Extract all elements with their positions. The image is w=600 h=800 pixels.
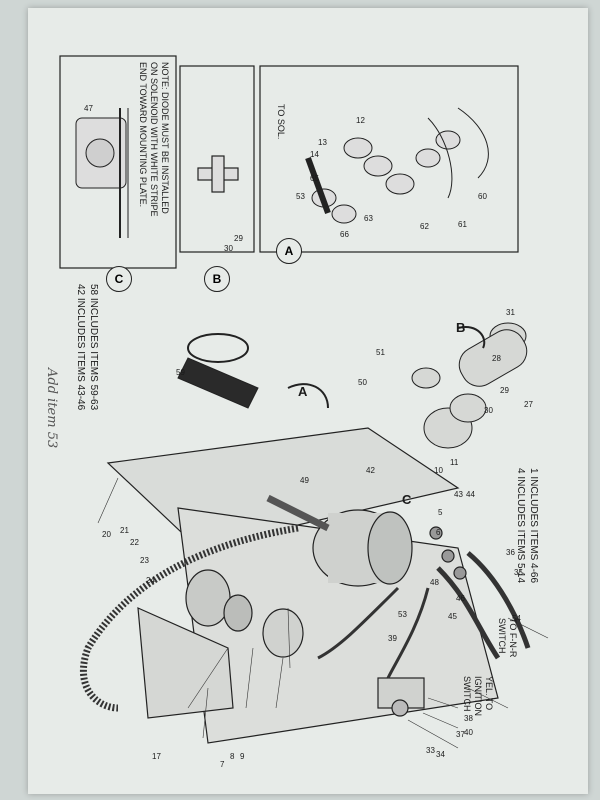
callout: 47 bbox=[84, 104, 93, 113]
callout: 17 bbox=[152, 752, 161, 761]
callout: 23 bbox=[140, 556, 149, 565]
callout: 14 bbox=[310, 150, 319, 159]
callout: 5 bbox=[438, 508, 443, 517]
includes-line-2: 4 INCLUDES ITEMS 5-14 bbox=[515, 468, 526, 584]
callout: 8 bbox=[230, 752, 235, 761]
callout: 49 bbox=[300, 476, 309, 485]
arrow-label-c: C bbox=[402, 492, 412, 507]
callout: 24 bbox=[146, 576, 155, 585]
ignition-line-1: YEL. TO bbox=[484, 676, 494, 711]
detail-c-parts bbox=[75, 108, 129, 238]
callout: 29 bbox=[500, 386, 509, 395]
callout: 39 bbox=[388, 634, 397, 643]
detail-c-badge: C bbox=[106, 266, 132, 292]
cables bbox=[79, 524, 531, 712]
callout: 31 bbox=[506, 308, 515, 317]
ignition-line-2: IGNITION bbox=[473, 676, 483, 716]
callout: 29 bbox=[234, 234, 243, 243]
callout: 54 bbox=[512, 614, 521, 623]
callout: 45 bbox=[448, 612, 457, 621]
callout: 30 bbox=[484, 406, 493, 415]
callout: 10 bbox=[434, 466, 443, 475]
upper-exploded-parts bbox=[177, 322, 528, 449]
callout: 7 bbox=[220, 760, 225, 769]
callout: 33 bbox=[426, 746, 435, 755]
callout: 61 bbox=[458, 220, 467, 229]
note-line-3: END TOWARD MOUNTING PLATE. bbox=[138, 62, 148, 208]
ignition-label: YEL. TO IGNITION SWITCH bbox=[461, 676, 494, 716]
callout: 48 bbox=[430, 578, 439, 587]
callout: 37 bbox=[456, 730, 465, 739]
includes-line-1: 1 INCLUDES ITEMS 4-66 bbox=[528, 468, 539, 584]
callout: 42 bbox=[366, 466, 375, 475]
callout: 34 bbox=[436, 750, 445, 759]
diode-note: NOTE: DIODE MUST BE INSTALLED ON SOLENOI… bbox=[137, 62, 170, 217]
callout: 22 bbox=[130, 538, 139, 547]
callout: 53 bbox=[398, 610, 407, 619]
callout: 63 bbox=[364, 214, 373, 223]
fnr-switch-label: TO F-N-R SWITCH bbox=[496, 618, 518, 657]
callout: 9 bbox=[240, 752, 245, 761]
callout: 40 bbox=[464, 728, 473, 737]
callout: 27 bbox=[524, 400, 533, 409]
includes-bottom-line-2: 42 INCLUDES ITEMS 43-46 bbox=[75, 284, 86, 411]
callout: 65 bbox=[310, 174, 319, 183]
callout: 20 bbox=[102, 530, 111, 539]
callout: 51 bbox=[376, 348, 385, 357]
fnr-line-1: TO F-N-R bbox=[508, 618, 518, 658]
callout: 12 bbox=[356, 116, 365, 125]
parts-diagram: Add item 53 bbox=[44, 55, 549, 749]
callout: 43 bbox=[454, 490, 463, 499]
detail-b-parts bbox=[197, 155, 239, 193]
callout: 62 bbox=[420, 222, 429, 231]
callout: 46 bbox=[456, 594, 465, 603]
handwritten-note: Add item 53 bbox=[44, 367, 59, 448]
callout: 28 bbox=[492, 354, 501, 363]
callout: 11 bbox=[450, 458, 459, 467]
includes-top: 1 INCLUDES ITEMS 4-66 4 INCLUDES ITEMS 5… bbox=[514, 468, 540, 583]
callout: 6 bbox=[436, 528, 441, 537]
detail-b-badge: B bbox=[204, 266, 230, 292]
callout: 60 bbox=[478, 192, 487, 201]
includes-bottom: 58 INCLUDES ITEMS 59-63 42 INCLUDES ITEM… bbox=[74, 284, 100, 410]
detail-b-frame bbox=[179, 65, 255, 253]
arrow-label-b: B bbox=[456, 320, 466, 335]
callout: 53 bbox=[296, 192, 305, 201]
callout: 35 bbox=[514, 568, 523, 577]
callout: 38 bbox=[464, 714, 473, 723]
detail-a-badge: A bbox=[276, 238, 302, 264]
callout: 59 bbox=[176, 368, 185, 377]
ignition-line-3: SWITCH bbox=[462, 676, 472, 712]
fnr-line-2: SWITCH bbox=[497, 618, 507, 654]
callout: 50 bbox=[358, 378, 367, 387]
callout: 30 bbox=[224, 244, 233, 253]
manual-page: Add item 53 1 INCLUDES ITEMS 4-66 4 INCL… bbox=[28, 8, 588, 794]
callout: 21 bbox=[120, 526, 129, 535]
note-line-2: ON SOLENOID WITH WHITE STRIPE bbox=[149, 62, 159, 217]
arrow-label-a: A bbox=[298, 384, 308, 399]
detail-a-parts bbox=[305, 107, 489, 224]
includes-bottom-line-1: 58 INCLUDES ITEMS 59-63 bbox=[88, 284, 99, 411]
note-line-1: NOTE: DIODE MUST BE INSTALLED bbox=[160, 62, 170, 214]
detail-a-frame bbox=[259, 65, 519, 253]
main-assembly bbox=[106, 427, 499, 744]
callout: 36 bbox=[506, 548, 515, 557]
to-sol-label: TO SOL. bbox=[276, 104, 286, 140]
callout: 66 bbox=[340, 230, 349, 239]
callout: 44 bbox=[466, 490, 475, 499]
callout: 13 bbox=[318, 138, 327, 147]
leader-lines bbox=[97, 477, 549, 749]
